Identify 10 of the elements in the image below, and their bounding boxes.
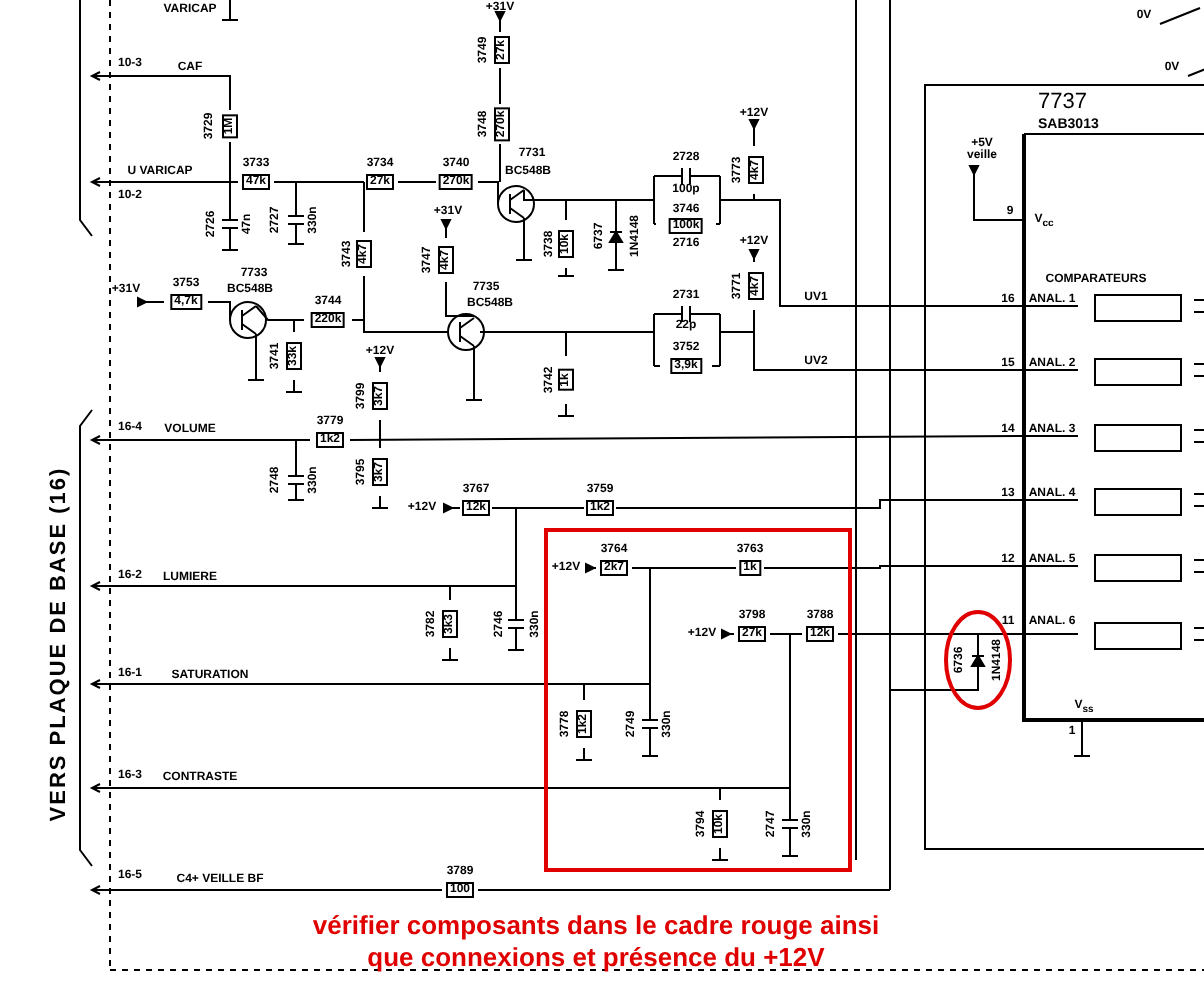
- comparator-box: [1094, 622, 1182, 650]
- comparator-box: [1094, 358, 1182, 386]
- ic-number: 7737: [1038, 92, 1087, 114]
- note-text: vérifier composants dans le cadre rouge ainsi que connexions et présence du +12V: [310, 910, 882, 975]
- comparator-box: [1094, 554, 1182, 582]
- comparator-box: [1094, 488, 1182, 516]
- connector-title: VERS PLAQUE DE BASE (16): [49, 466, 71, 822]
- ic-block: [924, 84, 1204, 850]
- comparator-box: [1094, 424, 1182, 452]
- comparator-box: [1094, 294, 1182, 322]
